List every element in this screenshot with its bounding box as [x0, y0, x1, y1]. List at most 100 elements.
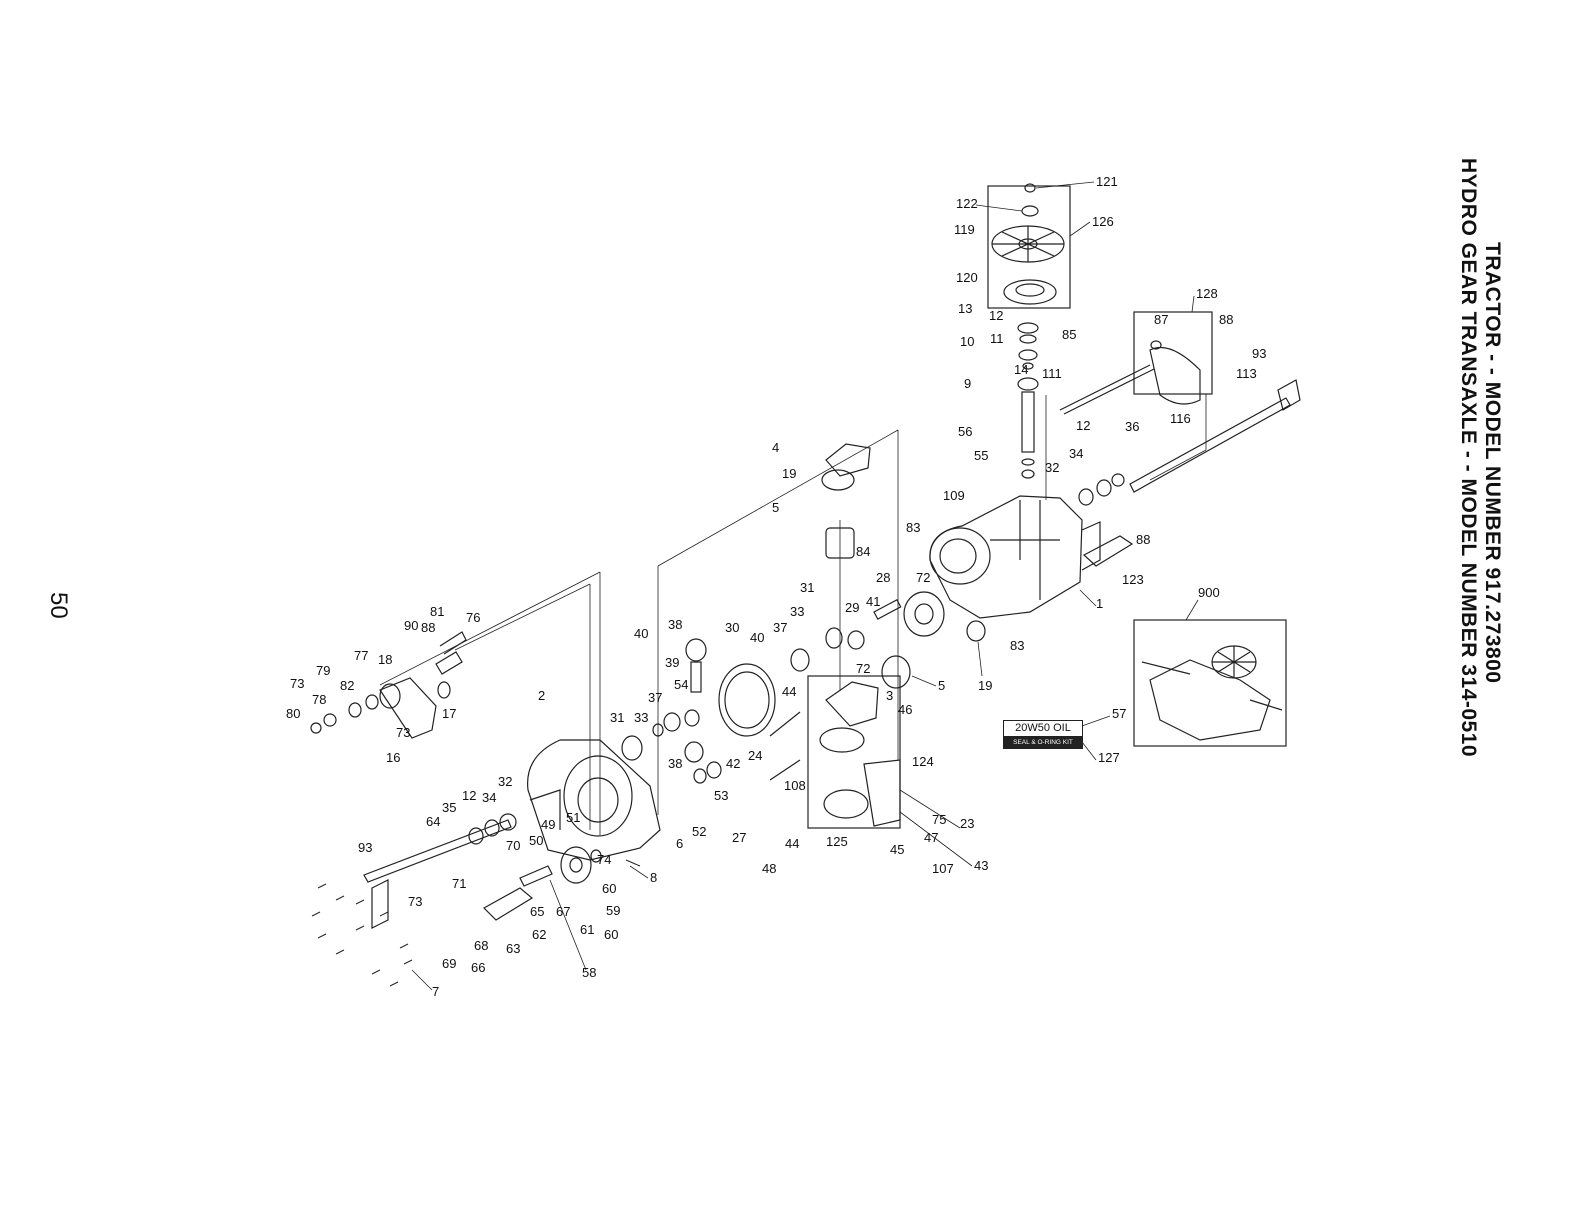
part-callout-90: 90: [404, 618, 418, 633]
center-gears: [621, 591, 986, 784]
part-callout-77: 77: [354, 648, 368, 663]
part-callout-73: 73: [396, 725, 410, 740]
part-callout-18: 18: [378, 652, 392, 667]
diagram-title-transaxle: HYDRO GEAR TRANSAXLE - - MODEL NUMBER 31…: [1457, 158, 1480, 758]
part-callout-10: 10: [960, 334, 974, 349]
control-arm: [310, 631, 467, 739]
part-callout-35: 35: [442, 800, 456, 815]
part-callout-11: 11: [990, 331, 1004, 346]
part-callout-67: 67: [556, 904, 570, 919]
bracket: [1082, 535, 1134, 567]
part-callout-45: 45: [890, 842, 904, 857]
part-callout-119: 119: [954, 222, 975, 237]
input-shaft-stack: [1017, 322, 1039, 479]
part-callout-13: 13: [958, 301, 972, 316]
complete-assembly-box: [1133, 619, 1287, 747]
part-callout-4: 4: [772, 440, 779, 455]
part-callout-75: 75: [932, 812, 946, 827]
left-housing: [527, 739, 661, 861]
part-callout-27: 27: [732, 830, 746, 845]
part-callout-120: 120: [956, 270, 978, 285]
part-callout-83: 83: [906, 520, 920, 535]
part-callout-30: 30: [725, 620, 739, 635]
part-callout-76: 76: [466, 610, 480, 625]
part-callout-3: 3: [886, 688, 893, 703]
part-callout-34: 34: [1069, 446, 1083, 461]
diagram-title-tractor: TRACTOR - - MODEL NUMBER 917.273800: [1481, 242, 1504, 684]
part-callout-47: 47: [924, 830, 938, 845]
part-callout-60: 60: [602, 881, 616, 896]
part-callout-19: 19: [782, 466, 796, 481]
part-callout-109: 109: [943, 488, 965, 503]
part-callout-88: 88: [1136, 532, 1150, 547]
brake-assembly: [483, 846, 602, 921]
right-housing: [929, 495, 1101, 619]
part-callout-83: 83: [1010, 638, 1024, 653]
axle-shafts: [363, 364, 1301, 883]
part-callout-69: 69: [442, 956, 456, 971]
part-callout-63: 63: [506, 941, 520, 956]
part-callout-116: 116: [1170, 411, 1191, 426]
part-callout-32: 32: [498, 774, 512, 789]
part-callout-7: 7: [432, 984, 439, 999]
part-callout-40: 40: [750, 630, 764, 645]
part-callout-41: 41: [866, 594, 880, 609]
fan-kit-box: [987, 183, 1071, 309]
part-callout-73: 73: [408, 894, 422, 909]
part-callout-78: 78: [312, 692, 326, 707]
brake-cover-box: [1133, 311, 1213, 405]
part-callout-43: 43: [974, 858, 988, 873]
part-callout-16: 16: [386, 750, 400, 765]
part-callout-88: 88: [421, 620, 435, 635]
part-callout-81: 81: [430, 604, 444, 619]
part-callout-8: 8: [650, 870, 657, 885]
part-callout-31: 31: [610, 710, 624, 725]
part-callout-6: 6: [676, 836, 683, 851]
part-callout-49: 49: [541, 817, 555, 832]
part-callout-37: 37: [648, 690, 662, 705]
seal-kit-label-tag: SEAL & O-RING KIT: [1003, 737, 1083, 749]
part-callout-124: 124: [912, 754, 934, 769]
part-callout-33: 33: [790, 604, 804, 619]
part-callout-71: 71: [452, 876, 466, 891]
part-callout-93: 93: [1252, 346, 1266, 361]
part-callout-68: 68: [474, 938, 488, 953]
part-callout-32: 32: [1045, 460, 1059, 475]
part-callout-93: 93: [358, 840, 372, 855]
part-callout-113: 113: [1236, 366, 1257, 381]
part-callout-44: 44: [785, 836, 799, 851]
part-callout-74: 74: [597, 852, 611, 867]
part-callout-42: 42: [726, 756, 740, 771]
part-callout-12: 12: [989, 308, 1003, 323]
part-callout-73: 73: [290, 676, 304, 691]
part-callout-51: 51: [566, 810, 580, 825]
part-callout-38: 38: [668, 617, 682, 632]
part-callout-53: 53: [714, 788, 728, 803]
part-callout-56: 56: [958, 424, 972, 439]
part-callout-60: 60: [604, 927, 618, 942]
part-callout-5: 5: [938, 678, 945, 693]
assembly-guide-lines: [379, 394, 1207, 835]
part-callout-79: 79: [316, 663, 330, 678]
part-callout-62: 62: [532, 927, 546, 942]
part-callout-17: 17: [442, 706, 456, 721]
part-callout-14: 14: [1014, 362, 1028, 377]
part-callout-107: 107: [932, 861, 954, 876]
part-callout-111: 111: [1042, 366, 1062, 381]
part-callout-61: 61: [580, 922, 594, 937]
part-callout-31: 31: [800, 580, 814, 595]
oil-label-tag: 20W50 OIL: [1003, 720, 1083, 737]
part-callout-48: 48: [762, 861, 776, 876]
part-callout-80: 80: [286, 706, 300, 721]
part-callout-36: 36: [1125, 419, 1139, 434]
part-callout-5: 5: [772, 500, 779, 515]
part-callout-82: 82: [340, 678, 354, 693]
page-number: 50: [45, 592, 72, 619]
part-callout-122: 122: [956, 196, 978, 211]
part-callout-128: 128: [1196, 286, 1218, 301]
part-callout-2: 2: [538, 688, 545, 703]
part-callout-85: 85: [1062, 327, 1076, 342]
part-callout-12: 12: [1076, 418, 1090, 433]
part-callout-900: 900: [1198, 585, 1220, 600]
